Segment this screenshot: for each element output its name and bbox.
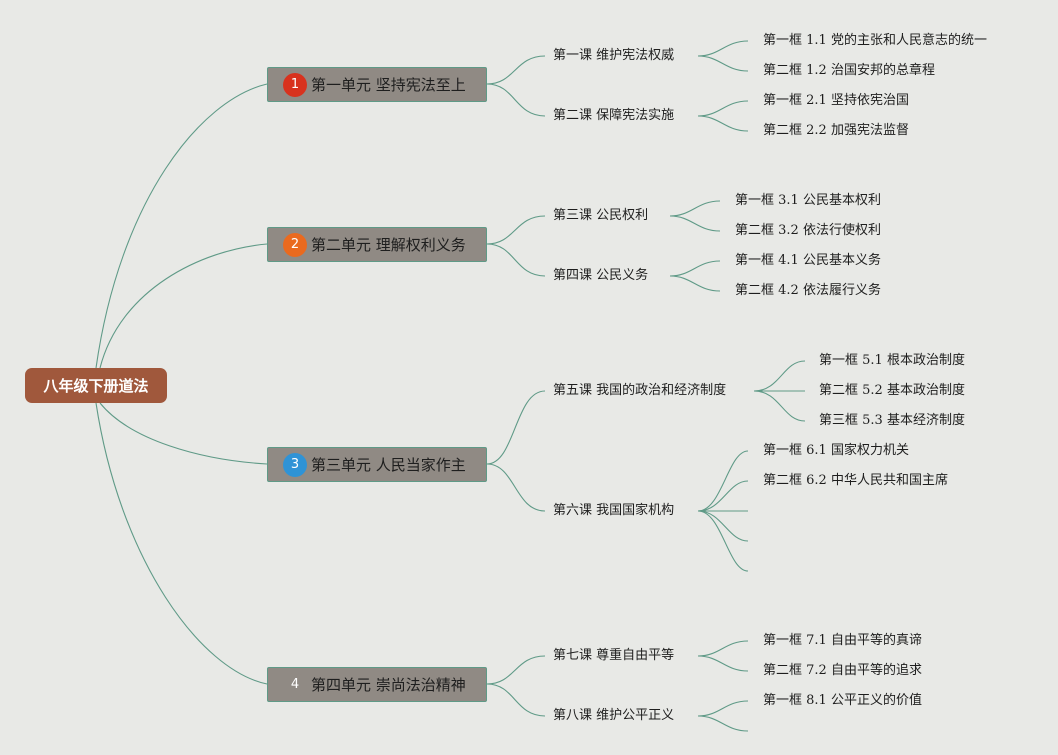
lesson-node-4[interactable]: 第四课 公民义务 bbox=[553, 268, 649, 283]
root-topic[interactable]: 八年级下册道法 bbox=[25, 368, 167, 403]
connector-root-unit2 bbox=[99, 243, 268, 369]
unit-node-4[interactable]: 4 第四单元 崇尚法治精神 bbox=[267, 667, 487, 702]
frame-node-6-1[interactable]: 第一框 6.1 国家权力机关 bbox=[763, 443, 909, 458]
lesson-node-1[interactable]: 第一课 维护宪法权威 bbox=[553, 48, 675, 63]
frame-node-3-2[interactable]: 第二框 3.2 依法行使权利 bbox=[735, 223, 881, 238]
frame-node-7-2[interactable]: 第二框 7.2 自由平等的追求 bbox=[763, 663, 922, 678]
number-badge-icon: 2 bbox=[283, 232, 307, 257]
frame-node-1-1[interactable]: 第一框 1.1 党的主张和人民意志的统一 bbox=[763, 33, 987, 48]
unit-node-3[interactable]: 3 第三单元 人民当家作主 bbox=[267, 447, 487, 482]
unit-label: 第二单元 理解权利义务 bbox=[311, 236, 466, 254]
frame-node-1-2[interactable]: 第二框 1.2 治国安邦的总章程 bbox=[763, 63, 935, 78]
number-badge-icon: 3 bbox=[283, 452, 307, 477]
connector-root-unit4 bbox=[95, 402, 268, 685]
frame-node-2-2[interactable]: 第二框 2.2 加强宪法监督 bbox=[763, 123, 909, 138]
frame-node-8-1[interactable]: 第一框 8.1 公平正义的价值 bbox=[763, 693, 922, 708]
frame-node-5-3[interactable]: 第三框 5.3 基本经济制度 bbox=[819, 413, 965, 428]
lesson-node-6[interactable]: 第六课 我国国家机构 bbox=[553, 503, 675, 518]
frame-node-4-1[interactable]: 第一框 4.1 公民基本义务 bbox=[735, 253, 881, 268]
frame-node-6-2[interactable]: 第二框 6.2 中华人民共和国主席 bbox=[763, 473, 948, 488]
frame-node-7-1[interactable]: 第一框 7.1 自由平等的真谛 bbox=[763, 633, 922, 648]
unit-label: 第一单元 坚持宪法至上 bbox=[311, 76, 466, 94]
connector-root-unit1 bbox=[95, 83, 268, 369]
frame-node-4-2[interactable]: 第二框 4.2 依法履行义务 bbox=[735, 283, 881, 298]
lesson-node-7[interactable]: 第七课 尊重自由平等 bbox=[553, 648, 675, 663]
lesson-node-2[interactable]: 第二课 保障宪法实施 bbox=[553, 108, 675, 123]
lesson-node-5[interactable]: 第五课 我国的政治和经济制度 bbox=[553, 383, 727, 398]
frame-node-3-1[interactable]: 第一框 3.1 公民基本权利 bbox=[735, 193, 881, 208]
frame-node-5-1[interactable]: 第一框 5.1 根本政治制度 bbox=[819, 353, 965, 368]
lesson-node-8[interactable]: 第八课 维护公平正义 bbox=[553, 708, 675, 723]
number-badge-icon: 4 bbox=[283, 672, 307, 697]
connector-root-unit3 bbox=[99, 402, 268, 465]
unit-label: 第三单元 人民当家作主 bbox=[311, 456, 466, 474]
frame-node-5-2[interactable]: 第二框 5.2 基本政治制度 bbox=[819, 383, 965, 398]
unit-node-2[interactable]: 2 第二单元 理解权利义务 bbox=[267, 227, 487, 262]
frame-node-2-1[interactable]: 第一框 2.1 坚持依宪治国 bbox=[763, 93, 909, 108]
root-topic-label: 八年级下册道法 bbox=[43, 377, 149, 395]
unit-node-1[interactable]: 1 第一单元 坚持宪法至上 bbox=[267, 67, 487, 102]
unit-label: 第四单元 崇尚法治精神 bbox=[311, 676, 466, 694]
lesson-node-3[interactable]: 第三课 公民权利 bbox=[553, 208, 649, 223]
number-badge-icon: 1 bbox=[283, 72, 307, 97]
